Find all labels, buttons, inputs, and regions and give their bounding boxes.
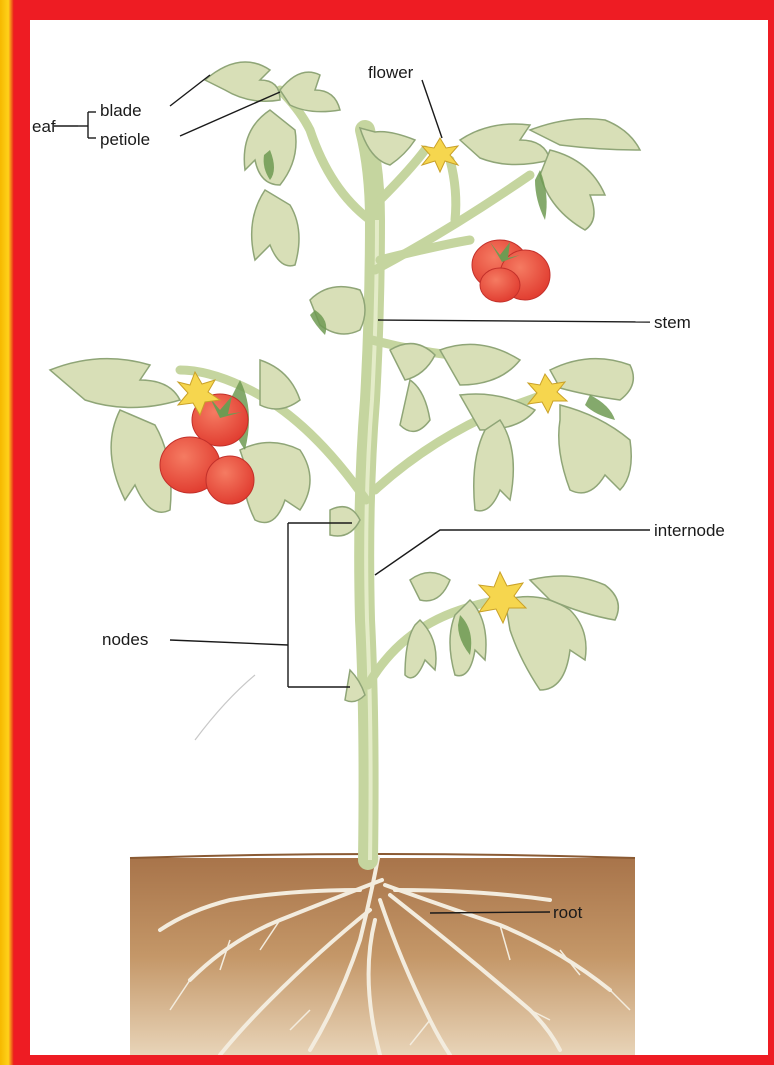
label-nodes: nodes xyxy=(102,631,148,648)
label-blade: blade xyxy=(100,102,142,119)
label-leaf: eaf xyxy=(32,118,56,135)
diagram-canvas: eaf blade petiole flower stem internode … xyxy=(30,20,768,1055)
label-petiole: petiole xyxy=(100,131,150,148)
leaves xyxy=(50,62,640,702)
label-stem: stem xyxy=(654,314,691,331)
gold-frame-strip xyxy=(0,0,14,1065)
stray-mark xyxy=(195,675,255,740)
soil-top-edge xyxy=(130,854,635,858)
label-internode: internode xyxy=(654,522,725,539)
label-flower: flower xyxy=(368,64,413,81)
label-root: root xyxy=(553,904,582,921)
